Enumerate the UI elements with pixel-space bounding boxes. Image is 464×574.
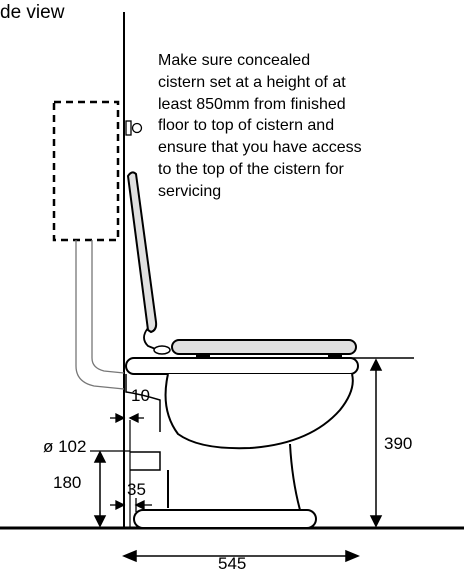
raised-seat: [126, 171, 171, 355]
pan-rim: [125, 357, 359, 375]
note-line: servicing: [158, 182, 222, 200]
note-line: least 850mm from finished: [158, 95, 346, 113]
flush-button-icon: [125, 120, 143, 136]
outlet-spigot: [130, 451, 161, 471]
dim-projection-label: 545: [218, 554, 247, 573]
flush-pipe: [75, 240, 125, 390]
dim-pipe-diameter-label: ø 102: [43, 437, 87, 456]
pan-back: [125, 374, 161, 432]
dim-pan-height-marks: [350, 357, 414, 528]
dim-outlet-height-marks: [93, 450, 107, 528]
dim-pan-height-label: 390: [384, 434, 413, 453]
toilet-lid: [171, 339, 357, 358]
note-line: cistern set at a height of at: [158, 73, 346, 91]
note-line: to the top of the cistern for: [158, 160, 344, 178]
note-line: Make sure concealed: [158, 52, 311, 69]
pan-bowl: [164, 373, 354, 450]
installation-note: Make sure concealed cistern set at a hei…: [158, 50, 398, 203]
dim-projection-marks: [122, 549, 360, 563]
dim-wall-offset-label: 10: [131, 386, 150, 405]
pan-foot: [133, 509, 317, 529]
dim-outlet-offset-marks: [110, 498, 152, 512]
pan-pedestal: [167, 443, 301, 512]
concealed-cistern: [52, 100, 120, 242]
dim-outlet-height-label: 180: [53, 473, 82, 492]
note-line: floor to top of cistern and: [158, 117, 335, 135]
note-line: ensure that you have access: [158, 139, 362, 157]
view-title: de view: [0, 2, 65, 23]
dim-outlet-offset-label: 35: [127, 480, 146, 499]
dim-wall-offset-marks: [110, 412, 144, 424]
